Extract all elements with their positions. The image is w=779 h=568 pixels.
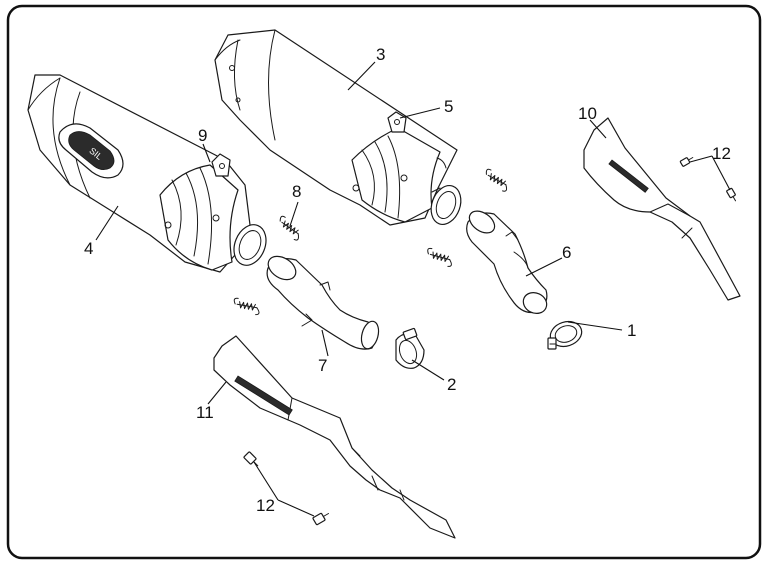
callout-12-upper: 12	[712, 144, 731, 163]
lower-heat-shield	[213, 335, 456, 539]
callout-9: 9	[198, 126, 207, 145]
callout-2: 2	[447, 375, 456, 394]
left-clamp	[395, 327, 425, 369]
callout-6: 6	[562, 243, 571, 262]
right-link-pipe	[466, 210, 548, 314]
callout-12-lower: 12	[256, 496, 275, 515]
callout-3: 3	[376, 45, 385, 64]
leader-lines	[95, 61, 731, 517]
callout-1: 1	[627, 321, 636, 340]
right-muffler	[214, 29, 462, 226]
callout-8: 8	[292, 182, 301, 201]
callout-labels: 1 2 3 4 5 6 7 8 9 10 11 12 12	[84, 45, 731, 515]
right-heat-shield	[583, 117, 741, 301]
callout-11: 11	[196, 403, 214, 422]
right-clamp	[547, 320, 583, 350]
callout-10: 10	[578, 104, 597, 123]
callout-5: 5	[444, 97, 453, 116]
screws	[243, 157, 736, 526]
left-link-pipe	[266, 255, 380, 350]
springs	[233, 168, 508, 316]
diagram-border	[6, 4, 762, 560]
left-muffler: SIL	[27, 74, 267, 273]
callout-4: 4	[84, 239, 93, 258]
callout-7: 7	[318, 356, 327, 375]
